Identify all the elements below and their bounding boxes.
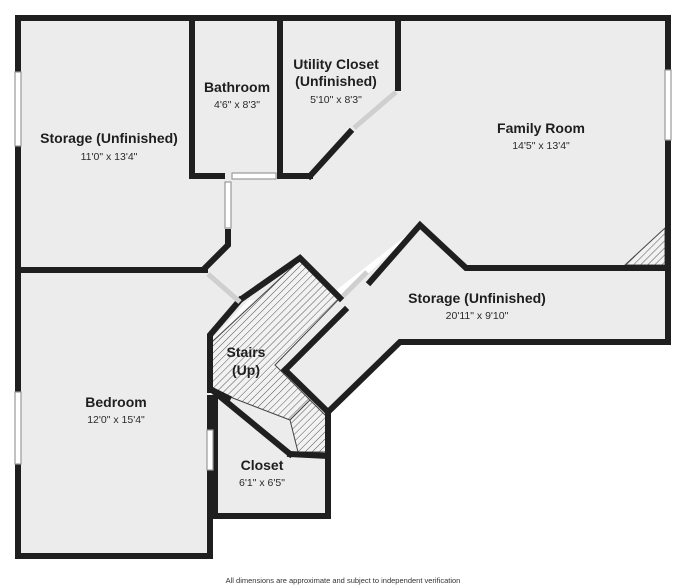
floor-bathroom xyxy=(192,18,280,176)
door-bedroom-diagonal xyxy=(206,272,242,304)
wall-storage-right-upper xyxy=(365,220,671,287)
wall-stairs-diagonal xyxy=(207,385,295,459)
bathroom-name: Bathroom xyxy=(204,79,270,95)
window-left-upper xyxy=(14,71,22,147)
floor-family-room xyxy=(225,18,668,295)
door-closet xyxy=(206,429,214,471)
utility-closet-name-line2: (Unfinished) xyxy=(295,73,377,89)
closet-dims: 6'1" x 6'5" xyxy=(239,477,285,489)
storage-right-dims: 20'11" x 9'10" xyxy=(446,310,509,322)
walls xyxy=(15,15,671,559)
wall-stairs-inner xyxy=(280,305,350,375)
family-room-dims: 14'5" x 13'4" xyxy=(512,140,570,152)
bedroom-dims: 12'0" x 15'4" xyxy=(87,414,145,426)
floor-storage-left xyxy=(18,18,192,270)
door-bathroom xyxy=(231,172,277,180)
stairs-name-line2: (Up) xyxy=(232,362,260,378)
door-storage-diagonal xyxy=(341,270,369,298)
door-utility-diagonal xyxy=(352,90,398,130)
wall-bathroom-right xyxy=(277,15,313,179)
storage-left-dims: 11'0" x 13'4" xyxy=(81,151,138,163)
utility-closet-dims: 5'10" x 8'3" xyxy=(310,94,362,106)
storage-right-name: Storage (Unfinished) xyxy=(408,290,546,306)
wall-closet-top xyxy=(212,395,331,519)
wall-closet-mid xyxy=(207,385,233,403)
storage-left-name: Storage (Unfinished) xyxy=(40,130,178,146)
floor-bedroom xyxy=(18,270,248,556)
closet-name: Closet xyxy=(241,457,284,473)
wall-storage-right xyxy=(189,15,225,179)
bathroom-dims: 4'6" x 8'3" xyxy=(214,99,260,111)
family-room-name: Family Room xyxy=(497,120,585,136)
utility-closet-name-line1: Utility Closet xyxy=(293,56,379,72)
openings xyxy=(14,69,672,471)
door-hall xyxy=(224,181,232,229)
stairs-name-line1: Stairs xyxy=(227,344,266,360)
room-labels: Storage (Unfinished) 11'0" x 13'4" Bathr… xyxy=(40,56,585,489)
window-right xyxy=(664,69,672,141)
wall-stairs-outer xyxy=(235,254,345,305)
wall-hall-lower xyxy=(200,229,231,273)
floor-storage-right xyxy=(285,225,668,460)
wall-utility-diagonal xyxy=(305,127,355,181)
window-left-lower xyxy=(14,391,22,465)
bedroom-name: Bedroom xyxy=(85,394,146,410)
wall-storage-right-lower xyxy=(323,339,671,417)
disclaimer-text: All dimensions are approximate and subje… xyxy=(226,576,461,585)
wall-stairs-left xyxy=(207,295,245,393)
